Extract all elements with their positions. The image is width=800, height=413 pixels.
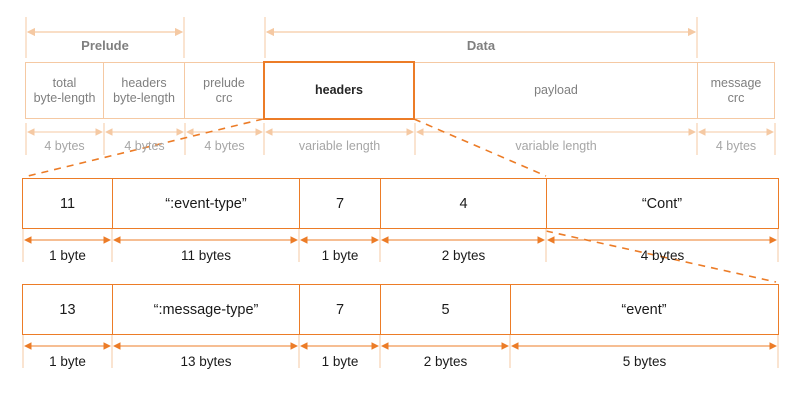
table-row-event-type-cell-value: “Cont” [545, 178, 779, 229]
frame-size-message-crc: 4 bytes [715, 139, 757, 153]
table-row-event-type-size-name: 11 bytes [180, 248, 232, 263]
frame-cell-message-crc: message crc [697, 62, 775, 119]
frame-cell-line1: prelude [203, 75, 245, 90]
section-label-data: Data [466, 38, 496, 53]
frame-size-prelude-crc: 4 bytes [204, 139, 245, 153]
table-row-message-type-size-name-length: 1 byte [49, 354, 86, 369]
table-row-message-type-size-value-type: 1 byte [321, 354, 359, 369]
table-row-event-type-cell-name: “:event-type” [111, 178, 301, 229]
frame-cell-headers[interactable]: headers [263, 61, 415, 120]
table-row-event-type-size-name-length: 1 byte [49, 248, 86, 263]
table-row-message-type-size-value-length: 2 bytes [423, 354, 468, 369]
frame-cell-line1: payload [534, 83, 578, 97]
frame-cell-line1: headers [315, 83, 363, 97]
table-row-message-type-size-name: 13 bytes [180, 354, 232, 369]
frame-size-headers: variable length [298, 139, 381, 153]
frame-cell-line1: total [52, 75, 77, 90]
table-row-event-type-cell-name-length: 11 [22, 178, 113, 229]
table-row-message-type-size-value: 5 bytes [622, 354, 667, 369]
frame-cell-line1: headers [121, 75, 167, 90]
table-row-message-type-cell-value-type: 7 [298, 284, 382, 335]
table-row-message-type-cell-name: “:message-type” [111, 284, 301, 335]
frame-size-headers-byte-length: 4 bytes [124, 139, 165, 153]
frame-cell-line2: crc [215, 90, 233, 105]
table-row-event-type-cell-value-type: 7 [298, 178, 382, 229]
frame-size-total-byte-length: 4 bytes [44, 139, 85, 153]
frame-cell-total-byte-length: total byte-length [25, 62, 104, 119]
frame-cell-prelude-crc: prelude crc [184, 62, 264, 119]
section-label-prelude: Prelude [81, 38, 129, 53]
frame-cell-line2: byte-length [113, 90, 175, 105]
frame-cell-line2: byte-length [33, 90, 96, 105]
frame-cell-line2: crc [727, 90, 745, 105]
table-row-event-type-size-value-type: 1 byte [321, 248, 359, 263]
table-row-message-type-cell-value: “event” [509, 284, 779, 335]
frame-size-payload: variable length [515, 139, 597, 153]
frame-cell-line1: message [710, 75, 762, 90]
table-row-message-type-cell-name-length: 13 [22, 284, 113, 335]
table-row-event-type-cell-value-length: 4 [379, 178, 548, 229]
frame-cell-payload: payload [414, 62, 698, 119]
table-row-event-type-size-value-length: 2 bytes [441, 248, 486, 263]
table-row-event-type-size-value: 4 bytes [640, 248, 685, 263]
frame-cell-headers-byte-length: headers byte-length [103, 62, 185, 119]
table-row-message-type-cell-value-length: 5 [379, 284, 512, 335]
